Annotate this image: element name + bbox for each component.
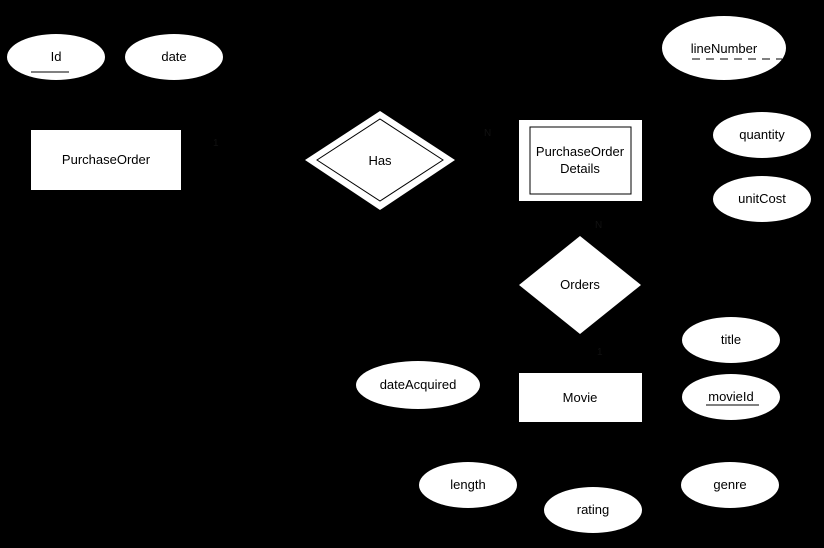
attribute-genre: genre <box>681 462 779 508</box>
cardinality-po-has: 1 <box>213 138 219 149</box>
entity-pod-label-line1: PurchaseOrder <box>536 144 625 159</box>
entity-purchase-order-details: PurchaseOrder Details <box>519 120 642 201</box>
attribute-date-acquired: dateAcquired <box>356 361 480 409</box>
attribute-title-label: title <box>721 332 741 347</box>
attribute-id: Id <box>7 34 105 80</box>
cardinality-pod-orders: N <box>595 220 602 231</box>
attribute-unit-cost-label: unitCost <box>738 191 786 206</box>
relationship-has: Has <box>305 111 455 210</box>
attribute-title: title <box>682 317 780 363</box>
attribute-unit-cost: unitCost <box>713 176 811 222</box>
attribute-date: date <box>125 34 223 80</box>
attribute-date-label: date <box>161 49 186 64</box>
entity-pod-label-line2: Details <box>560 161 600 176</box>
attribute-quantity: quantity <box>713 112 811 158</box>
cardinality-orders-movie: 1 <box>597 347 603 358</box>
entity-purchase-order-label: PurchaseOrder <box>62 152 151 167</box>
attribute-rating-label: rating <box>577 502 610 517</box>
attribute-genre-label: genre <box>713 477 746 492</box>
entity-purchase-order: PurchaseOrder <box>31 130 181 190</box>
relationship-orders-label: Orders <box>560 277 600 292</box>
attribute-quantity-label: quantity <box>739 127 785 142</box>
attribute-movie-id: movieId <box>682 374 780 420</box>
attribute-movie-id-label: movieId <box>708 389 754 404</box>
weak-entity-inner-border <box>529 126 632 195</box>
identifying-relationship-inner-border <box>316 118 444 202</box>
entity-movie: Movie <box>519 373 642 422</box>
attribute-rating: rating <box>544 487 642 533</box>
attribute-length-label: length <box>450 477 485 492</box>
relationship-orders: Orders <box>519 236 641 334</box>
cardinality-has-pod: N <box>484 128 491 139</box>
attribute-line-number-label: lineNumber <box>691 41 758 56</box>
attribute-date-acquired-label: dateAcquired <box>380 377 457 392</box>
attribute-line-number: lineNumber <box>662 16 786 80</box>
entity-movie-label: Movie <box>563 390 598 405</box>
relationship-has-label: Has <box>368 153 392 168</box>
attribute-length: length <box>419 462 517 508</box>
attribute-id-label: Id <box>51 49 62 64</box>
